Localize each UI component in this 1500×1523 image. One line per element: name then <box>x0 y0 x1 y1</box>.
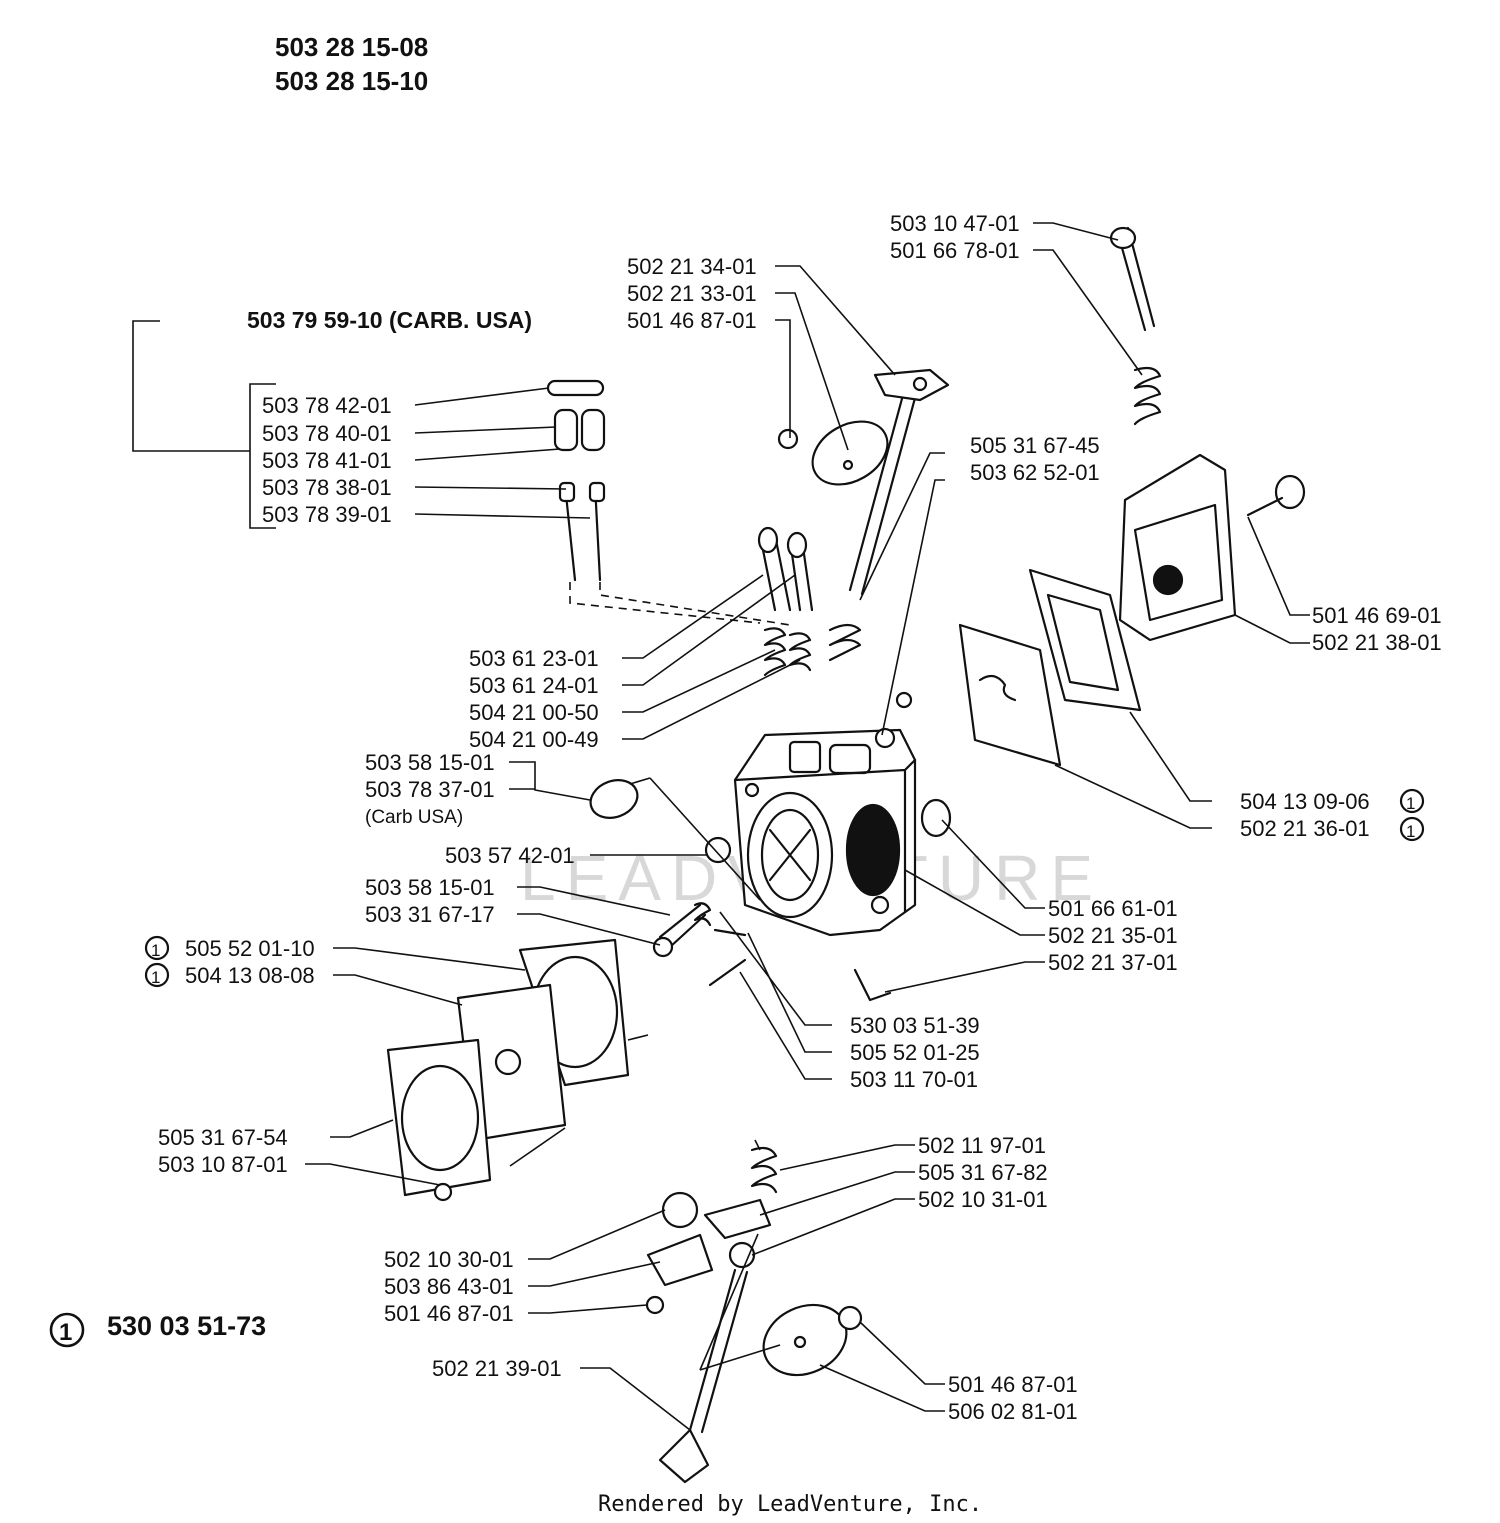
carburetor-body <box>733 728 917 937</box>
callout-label: 502 10 31-01 <box>918 1187 1048 1212</box>
callout-label: 504 21 00-50 <box>469 700 599 725</box>
callout-label: 502 21 33-01 <box>627 281 757 306</box>
ref-markers: 1 1 1 1 <box>144 788 1425 988</box>
callout-label: 503 58 15-01 <box>365 875 495 900</box>
callout-label: 502 21 34-01 <box>627 254 757 279</box>
pump-cover-assembly <box>1109 226 1306 642</box>
callout-label: 503 78 37-01 <box>365 777 495 802</box>
callout-label: 503 57 42-01 <box>445 843 575 868</box>
callout-label: 506 02 81-01 <box>948 1399 1078 1424</box>
callout-label: 503 10 47-01 <box>890 211 1020 236</box>
callout-label: 530 03 51-39 <box>850 1013 980 1038</box>
callout-label: 503 78 41-01 <box>262 448 392 473</box>
callout-label: 503 10 87-01 <box>158 1152 288 1177</box>
kit-bracket <box>132 320 276 529</box>
callout-label: 502 11 97-01 <box>918 1133 1046 1158</box>
callout-label: 502 21 39-01 <box>432 1356 562 1381</box>
model-number-1: 503 28 15-08 <box>275 32 428 62</box>
callout-label: 505 52 01-10 <box>185 936 315 961</box>
pump-gaskets <box>874 568 1142 838</box>
model-number-2: 503 28 15-10 <box>275 66 428 96</box>
callout-label: 505 31 67-45 <box>970 433 1100 458</box>
callout-label: 503 78 42-01 <box>262 393 392 418</box>
callout-label: 503 31 67-17 <box>365 902 495 927</box>
callout-label: 502 21 38-01 <box>1312 630 1442 655</box>
leader-lines <box>305 222 1310 1431</box>
callout-label: 503 78 40-01 <box>262 421 392 446</box>
callout-label: 503 58 15-01 <box>365 750 495 775</box>
callout-label: 503 11 70-01 <box>850 1067 978 1092</box>
callout-label: 502 21 35-01 <box>1048 923 1178 948</box>
callout-label: 504 13 09-06 <box>1240 789 1370 814</box>
callout-label: 505 31 67-54 <box>158 1125 288 1150</box>
callout-label: 503 61 23-01 <box>469 646 599 671</box>
callout-label: 501 66 61-01 <box>1048 896 1178 921</box>
callout-label: 504 13 08-08 <box>185 963 315 988</box>
kit-reference: 1 530 03 51-73 <box>49 1311 266 1348</box>
callout-label: 501 66 78-01 <box>890 238 1020 263</box>
metering-diaphragm-stack <box>386 938 649 1202</box>
callout-label: 502 21 36-01 <box>1240 816 1370 841</box>
callout-label: 501 46 87-01 <box>627 308 757 333</box>
callout-label: 505 31 67-82 <box>918 1160 1048 1185</box>
callout-label: 503 78 39-01 <box>262 502 392 527</box>
callout-label: 501 46 87-01 <box>948 1372 1078 1397</box>
lower-throttle-assembly <box>645 1139 863 1484</box>
kit-ref-marker: 1 <box>59 1319 72 1346</box>
springs-and-needles <box>757 526 862 677</box>
kit-title: 503 79 59-10 (CARB. USA) <box>247 307 532 333</box>
ref-marker: 1 <box>151 968 160 987</box>
upper-throttle-shaft <box>777 368 950 596</box>
callout-labels: 503 10 47-01 501 66 78-01 502 21 34-01 5… <box>158 211 1442 1424</box>
callout-label: 503 62 52-01 <box>970 460 1100 485</box>
callout-label: 503 78 38-01 <box>262 475 392 500</box>
callout-label: 503 86 43-01 <box>384 1274 514 1299</box>
usa-needles <box>546 379 791 626</box>
inlet-needle-parts <box>589 779 892 1002</box>
callout-label: (Carb USA) <box>365 807 463 828</box>
callout-label: 501 46 69-01 <box>1312 603 1442 628</box>
footer-credit: Rendered by LeadVenture, Inc. <box>598 1492 982 1517</box>
callout-label: 503 61 24-01 <box>469 673 599 698</box>
callout-label: 505 52 01-25 <box>850 1040 980 1065</box>
ref-marker: 1 <box>1406 794 1415 813</box>
callout-label: 502 21 37-01 <box>1048 950 1178 975</box>
callout-label: 504 21 00-49 <box>469 727 599 752</box>
ref-marker: 1 <box>1406 822 1415 841</box>
ref-marker: 1 <box>151 941 160 960</box>
kit-ref-number: 530 03 51-73 <box>107 1311 266 1341</box>
callout-label: 501 46 87-01 <box>384 1301 514 1326</box>
callout-label: 502 10 30-01 <box>384 1247 514 1272</box>
